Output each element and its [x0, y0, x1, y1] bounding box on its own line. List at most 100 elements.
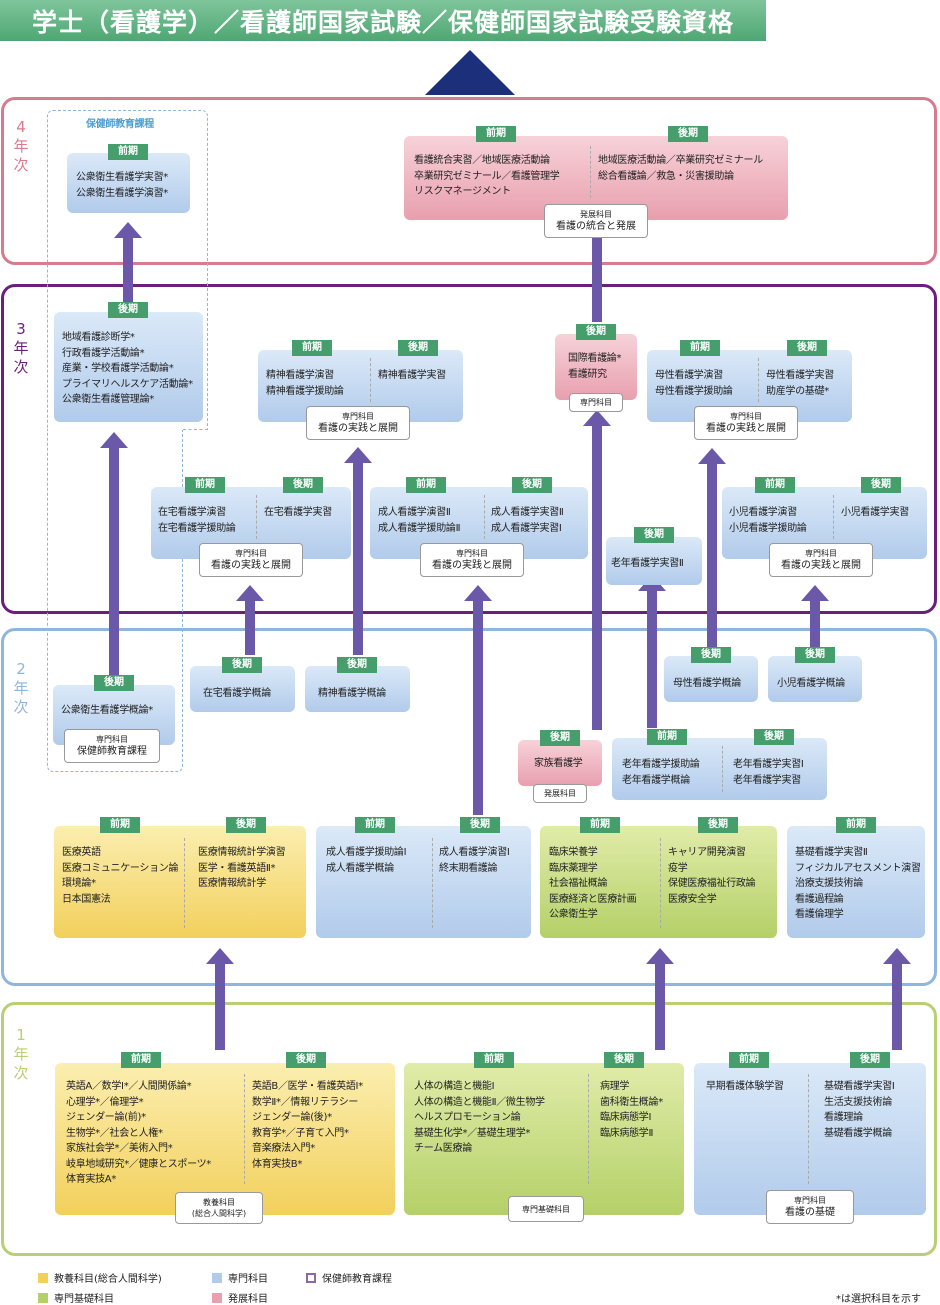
y3-adult-label: 専門科目看護の実践と展開 — [420, 543, 524, 577]
y2-mat-course: 母性看護学概論 — [673, 678, 741, 689]
y2-home-box — [190, 666, 295, 712]
legend-specialized: 専門科目 — [212, 1270, 268, 1285]
tag-early: 前期 — [474, 1052, 514, 1068]
tag-late: 後期 — [795, 647, 835, 663]
divider — [244, 1074, 245, 1184]
y3-mat-early: 母性看護学演習母性看護学援助論 — [655, 370, 733, 397]
tag-early: 前期 — [355, 817, 395, 833]
y3-intl-label: 専門科目 — [569, 393, 623, 412]
y3-child-early: 小児看護学演習小児看護学援助論 — [729, 507, 807, 534]
divider — [660, 838, 661, 928]
y3-ph-courses: 地域看護診断学*行政看護学活動論*産業・学校看護学活動論*プライマリヘルスケア活… — [62, 332, 193, 405]
arrow-y2home-y3home — [236, 585, 264, 655]
y2-adult-box — [316, 826, 531, 938]
y2-fundamental-box — [787, 826, 925, 938]
y2-family-box — [518, 740, 602, 786]
arrow-y2geri-y3geri — [638, 575, 666, 728]
arrow-y2adult-y3adult — [464, 585, 492, 815]
tag-late: 後期 — [226, 817, 266, 833]
y3-home-late: 在宅看護学実習 — [264, 507, 332, 518]
tag-late: 後期 — [460, 817, 500, 833]
page-title: 学士（看護学）／看護師国家試験／保健師国家試験受験資格 — [0, 0, 766, 41]
divider — [808, 1074, 809, 1184]
arrow-y2mat-y3mat — [698, 448, 726, 647]
tag-early: 前期 — [108, 144, 148, 160]
y4-main-early: 看護統合実習／地域医療活動論卒業研究ゼミナール／看護管理学リスクマネージメント — [414, 155, 560, 197]
divider — [588, 1074, 589, 1184]
tag-early: 前期 — [680, 340, 720, 356]
arrow-y1bas-y2basic — [646, 948, 674, 1050]
arrow-y1fun-y2fund — [883, 948, 911, 1050]
y2-child-course: 小児看護学概論 — [777, 678, 845, 689]
y2-family-label: 発展科目 — [533, 784, 587, 803]
divider — [758, 358, 759, 402]
tag-early: 前期 — [755, 477, 795, 493]
tag-late: 後期 — [540, 730, 580, 746]
y1-general-early: 英語A／数学Ⅰ*／人間関係論*心理学*／倫理学*ジェンダー論(前)*生物学*／社… — [66, 1081, 211, 1185]
tag-late: 後期 — [604, 1052, 644, 1068]
tag-late: 後期 — [286, 1052, 326, 1068]
y1-basic-label: 専門基礎科目 — [508, 1196, 584, 1222]
divider — [184, 838, 185, 928]
y3-psy-early: 精神看護学演習精神看護学援助論 — [266, 370, 344, 397]
tag-late: 後期 — [94, 675, 134, 691]
tag-late: 後期 — [398, 340, 438, 356]
y2-general-box — [54, 826, 306, 938]
divider — [432, 838, 433, 928]
tag-late: 後期 — [668, 126, 708, 142]
tag-early: 前期 — [647, 729, 687, 745]
tag-late: 後期 — [108, 302, 148, 318]
y1-fundamental-box — [694, 1063, 926, 1215]
y2-general-early: 医療英語医療コミュニケーション論環境論*日本国憲法 — [62, 847, 179, 905]
tag-late: 後期 — [576, 324, 616, 340]
y4-ph-courses: 公衆衛生看護学実習*公衆衛生看護学演習* — [76, 172, 168, 199]
tag-late: 後期 — [691, 647, 731, 663]
y1-general-box — [55, 1063, 395, 1215]
year-2-label: 2年次 — [13, 660, 29, 716]
legend-public-health: 保健師教育課程 — [306, 1270, 392, 1285]
y2-geri-early: 老年看護学援助論老年看護学概論 — [622, 759, 700, 786]
arrow-y3ph-y4ph — [114, 222, 142, 302]
year-1-label: 1年次 — [13, 1026, 29, 1082]
y3-mat-label: 専門科目看護の実践と展開 — [694, 406, 798, 440]
arrow-y2psy-y3psy — [344, 447, 372, 655]
y2-basic-late: キャリア開発演習疫学保健医療福祉行政論医療安全学 — [668, 847, 756, 905]
y2-family-course: 家族看護学 — [534, 758, 583, 769]
y4-ph-box — [67, 153, 190, 213]
tag-early: 前期 — [476, 126, 516, 142]
divider — [256, 495, 257, 539]
y2-ph-course: 公衆衛生看護学概論* — [61, 705, 153, 716]
y2-home-course: 在宅看護学概論 — [203, 688, 271, 699]
tag-late: 後期 — [850, 1052, 890, 1068]
y3-geri-course: 老年看護学実習Ⅱ — [611, 558, 684, 569]
year-3-frame — [1, 284, 937, 614]
year-4-frame — [1, 97, 937, 265]
tag-late: 後期 — [787, 340, 827, 356]
y2-psy-course: 精神看護学概論 — [318, 688, 386, 699]
tag-early: 前期 — [121, 1052, 161, 1068]
y2-mat-box — [664, 656, 758, 702]
top-triangle-arrow — [425, 50, 515, 95]
y2-basic-early: 臨床栄養学臨床薬理学社会福祉概論医療経済と医療計画公衆衛生学 — [549, 847, 637, 920]
divider — [833, 495, 834, 539]
tag-early: 前期 — [406, 477, 446, 493]
y2-geri-box — [612, 738, 827, 800]
y3-intl-box — [555, 334, 637, 400]
tag-late: 後期 — [634, 527, 674, 543]
tag-early: 前期 — [185, 477, 225, 493]
tag-late: 後期 — [861, 477, 901, 493]
arrow-y1gen-y2gen — [206, 948, 234, 1050]
tag-early: 前期 — [836, 817, 876, 833]
tag-early: 前期 — [292, 340, 332, 356]
y3-psy-late: 精神看護学実習 — [378, 370, 446, 381]
legend-basic: 専門基礎科目 — [38, 1290, 114, 1305]
y2-psy-box — [305, 666, 410, 712]
y4-main-late: 地域医療活動論／卒業研究ゼミナール総合看護論／救急・災害援助論 — [598, 155, 763, 182]
y3-home-early: 在宅看護学演習在宅看護学援助論 — [158, 507, 236, 534]
